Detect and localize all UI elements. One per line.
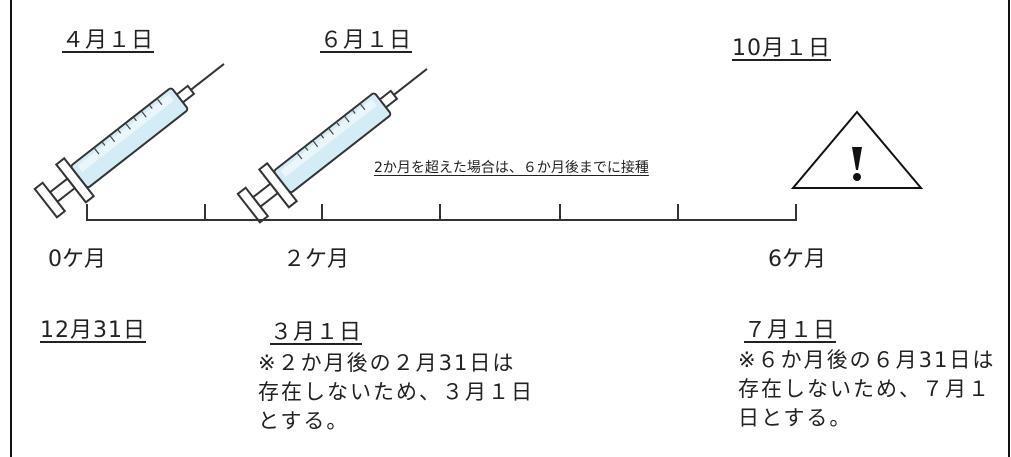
diagram-frame — [10, 0, 1010, 457]
date-mar1: ３月１日 — [270, 320, 363, 345]
tick-label-6-months: 6ケ月 — [768, 247, 826, 272]
date-apr1: ４月１日 — [62, 28, 155, 53]
date-jun1: ６月１日 — [320, 28, 413, 53]
syringe-icon — [30, 44, 240, 224]
note-mar1: ※２か月後の２月31日は存在しないため、３月１日とする。 — [258, 351, 534, 433]
interval-note: 2か月を超えた場合は、６か月後までに接種 — [374, 160, 649, 176]
warning-icon — [790, 110, 924, 189]
tick-label-2-months: ２ケ月 — [283, 247, 350, 272]
note-jul1: ※６か月後の６月31日は存在しないため、７月１日とする。 — [738, 348, 996, 430]
timeline-ticks — [86, 204, 797, 221]
syringe-icon — [233, 49, 443, 229]
date-oct1: 10月１日 — [732, 36, 831, 61]
date-jul1: ７月１日 — [744, 318, 837, 343]
date-dec31: 12月31日 — [40, 318, 146, 343]
tick-label-0-months: 0ケ月 — [48, 247, 106, 272]
